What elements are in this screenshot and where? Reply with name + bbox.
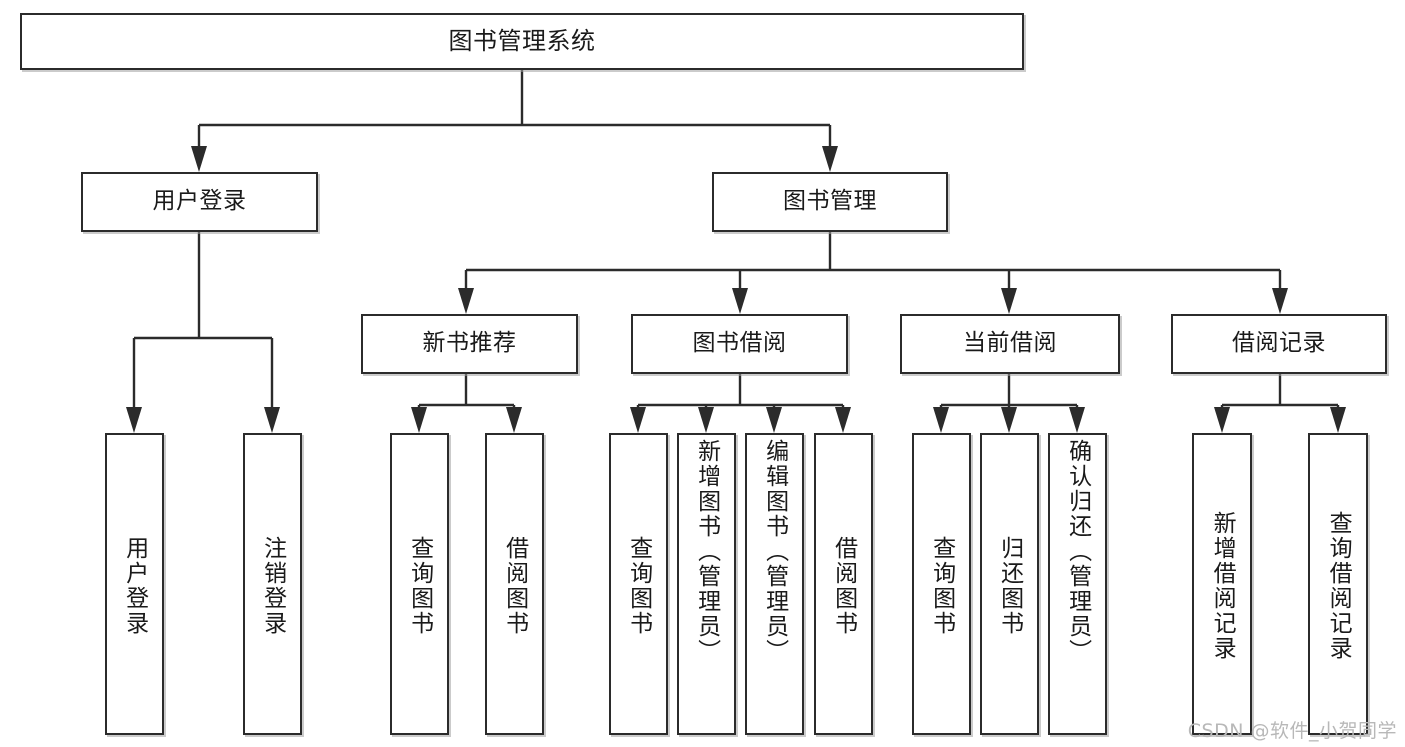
arrow-book-borrow-leaf-2 xyxy=(766,407,782,433)
node-label: 图书管理系统 xyxy=(448,27,596,56)
arrow-to-current-borrow xyxy=(1001,288,1017,314)
leaf-borrow-record-query[interactable]: 查询借阅记录 xyxy=(1308,433,1368,735)
node-label: 查询借阅记录 xyxy=(1325,511,1352,661)
node-root-book-management-system[interactable]: 图书管理系统 xyxy=(20,13,1024,70)
leaf-current-borrow-query[interactable]: 查询图书 xyxy=(912,433,971,735)
node-label: 新增借阅记录 xyxy=(1209,511,1236,661)
arrow-to-book-borrow xyxy=(732,288,748,314)
node-label: 注销登录 xyxy=(259,536,286,636)
node-label: 借阅图书 xyxy=(830,536,857,636)
node-label: 归还图书 xyxy=(996,536,1023,636)
node-book-management[interactable]: 图书管理 xyxy=(712,172,948,232)
arrow-to-new-book-recommend xyxy=(458,288,474,314)
node-label: 新书推荐 xyxy=(422,330,517,357)
leaf-book-borrow-add[interactable]: 新增图书（管理员） xyxy=(677,433,736,735)
leaf-user-login-login[interactable]: 用户登录 xyxy=(105,433,164,735)
arrow-to-user-login xyxy=(191,146,207,172)
arrow-to-book-mgmt xyxy=(822,146,838,172)
arrow-current-borrow-leaf-1 xyxy=(1001,407,1017,433)
csdn-watermark: CSDN @软件_小贺同学 xyxy=(1187,720,1397,742)
node-label: 查询图书 xyxy=(406,536,433,636)
node-label: 查询图书 xyxy=(625,536,652,636)
node-label: 确认归还（管理员） xyxy=(1064,439,1091,664)
arrow-book-borrow-leaf-3 xyxy=(835,407,851,433)
arrow-current-borrow-leaf-2 xyxy=(1069,407,1085,433)
node-label: 图书借阅 xyxy=(692,330,787,357)
node-new-book-recommend[interactable]: 新书推荐 xyxy=(361,314,578,374)
arrow-new-book-leaf-1 xyxy=(506,407,522,433)
leaf-book-borrow-borrow[interactable]: 借阅图书 xyxy=(814,433,873,735)
leaf-user-login-logout[interactable]: 注销登录 xyxy=(243,433,302,735)
arrow-current-borrow-leaf-0 xyxy=(933,407,949,433)
arrow-user-login-leaf-0 xyxy=(126,407,142,433)
node-label: 编辑图书（管理员） xyxy=(761,439,788,664)
node-label: 借阅图书 xyxy=(501,536,528,636)
arrow-borrow-record-leaf-1 xyxy=(1330,407,1346,433)
node-book-borrow[interactable]: 图书借阅 xyxy=(631,314,848,374)
node-label: 用户登录 xyxy=(152,188,247,215)
node-current-borrow[interactable]: 当前借阅 xyxy=(900,314,1120,374)
leaf-new-book-borrow[interactable]: 借阅图书 xyxy=(485,433,544,735)
arrow-book-borrow-leaf-1 xyxy=(698,407,714,433)
node-borrow-record[interactable]: 借阅记录 xyxy=(1171,314,1387,374)
node-label: 新增图书（管理员） xyxy=(693,439,720,664)
leaf-current-borrow-return[interactable]: 归还图书 xyxy=(980,433,1039,735)
node-label: 图书管理 xyxy=(783,188,877,215)
leaf-book-borrow-edit[interactable]: 编辑图书（管理员） xyxy=(745,433,804,735)
arrow-user-login-leaf-1 xyxy=(264,407,280,433)
leaf-new-book-query[interactable]: 查询图书 xyxy=(390,433,449,735)
leaf-book-borrow-query[interactable]: 查询图书 xyxy=(609,433,668,735)
node-label: 当前借阅 xyxy=(963,330,1057,357)
arrow-to-borrow-record xyxy=(1272,288,1288,314)
arrow-book-borrow-leaf-0 xyxy=(630,407,646,433)
leaf-current-borrow-confirm-return[interactable]: 确认归还（管理员） xyxy=(1048,433,1107,735)
node-label: 借阅记录 xyxy=(1232,330,1326,357)
node-label: 用户登录 xyxy=(121,536,148,636)
arrow-new-book-leaf-0 xyxy=(411,407,427,433)
arrow-borrow-record-leaf-0 xyxy=(1214,407,1230,433)
leaf-borrow-record-add[interactable]: 新增借阅记录 xyxy=(1192,433,1252,735)
node-label: 查询图书 xyxy=(928,536,955,636)
node-user-login[interactable]: 用户登录 xyxy=(81,172,318,232)
